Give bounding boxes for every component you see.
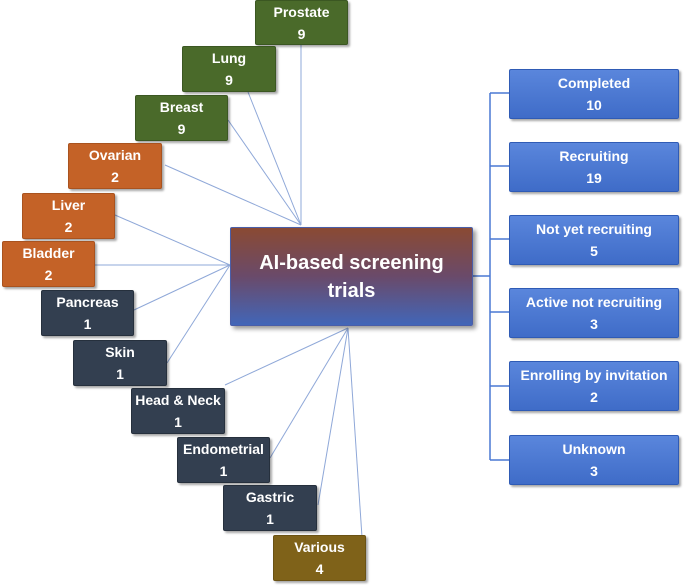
status-name: Unknown — [562, 441, 626, 457]
cancer-node-endometrial: Endometrial 1 — [177, 437, 270, 483]
connector-skin — [166, 264, 231, 364]
connector-endometrial — [269, 327, 349, 459]
status-name: Completed — [557, 75, 631, 91]
status-count: 3 — [590, 316, 598, 332]
cancer-count: 9 — [177, 121, 186, 137]
cancer-node-various: Various 4 — [273, 535, 366, 581]
cancer-count: 9 — [297, 25, 306, 42]
cancer-node-pancreas: Pancreas 1 — [41, 290, 134, 336]
cancer-name: Skin — [105, 344, 135, 360]
cancer-count: 2 — [44, 267, 53, 283]
cancer-node-gastric: Gastric 1 — [223, 485, 317, 531]
cancer-node-skin: Skin 1 — [73, 340, 167, 386]
status-node-active-not-recruiting: Active not recruiting 3 — [509, 288, 679, 338]
connector-breast — [227, 119, 302, 226]
connector-ovarian — [164, 164, 302, 226]
connector-gastric — [317, 327, 349, 506]
status-count: 3 — [590, 463, 598, 479]
cancer-name: Head & Neck — [135, 392, 221, 408]
status-count: 5 — [590, 243, 598, 259]
cancer-node-breast: Breast 9 — [135, 95, 228, 141]
status-node-enrolling-by-invitation: Enrolling by invitation 2 — [509, 361, 679, 411]
cancer-node-bladder: Bladder 2 — [2, 241, 95, 287]
cancer-count: 1 — [174, 414, 182, 430]
status-count: 10 — [586, 97, 602, 113]
center-node: AI-based screening trials — [230, 227, 473, 326]
status-node-unknown: Unknown 3 — [509, 435, 679, 485]
cancer-count: 9 — [225, 72, 233, 88]
status-name: Not yet recruiting — [536, 221, 652, 237]
status-node-recruiting: Recruiting 19 — [509, 142, 679, 192]
cancer-name: Gastric — [245, 489, 295, 505]
cancer-name: Liver — [51, 197, 86, 213]
cancer-name: Bladder — [22, 245, 75, 261]
status-name: Recruiting — [559, 148, 629, 164]
cancer-count: 2 — [64, 219, 73, 235]
connector-pancreas — [133, 264, 231, 311]
status-count: 2 — [590, 389, 598, 405]
cancer-count: 2 — [111, 169, 119, 185]
cancer-count: 4 — [315, 561, 324, 577]
cancer-name: Lung — [211, 50, 247, 66]
cancer-node-prostate: Prostate 9 — [255, 0, 348, 45]
cancer-node-head-neck: Head & Neck 1 — [131, 388, 225, 434]
status-node-not-yet-recruiting: Not yet recruiting 5 — [509, 215, 679, 265]
center-title-line2: trials — [327, 279, 376, 302]
cancer-name: Various — [294, 539, 345, 555]
status-name: Enrolling by invitation — [520, 367, 668, 383]
cancer-node-lung: Lung 9 — [182, 46, 276, 92]
cancer-node-ovarian: Ovarian 2 — [68, 143, 162, 189]
cancer-count: 1 — [116, 366, 124, 382]
cancer-name: Ovarian — [88, 147, 142, 163]
cancer-name: Prostate — [273, 3, 330, 20]
cancer-name: Breast — [159, 99, 204, 115]
connector-liver — [114, 214, 231, 266]
cancer-name: Pancreas — [56, 294, 119, 310]
connector-various — [347, 327, 363, 538]
status-count: 19 — [586, 170, 602, 186]
center-title-line1: AI-based screening — [259, 251, 444, 274]
cancer-count: 1 — [219, 463, 228, 479]
status-node-completed: Completed 10 — [509, 69, 679, 119]
connector-head-neck — [224, 327, 349, 386]
cancer-count: 1 — [83, 316, 92, 332]
cancer-name: Endometrial — [183, 441, 264, 457]
cancer-node-liver: Liver 2 — [22, 193, 115, 239]
connector-lung — [247, 91, 302, 226]
cancer-count: 1 — [266, 511, 274, 527]
status-name: Active not recruiting — [525, 294, 663, 310]
